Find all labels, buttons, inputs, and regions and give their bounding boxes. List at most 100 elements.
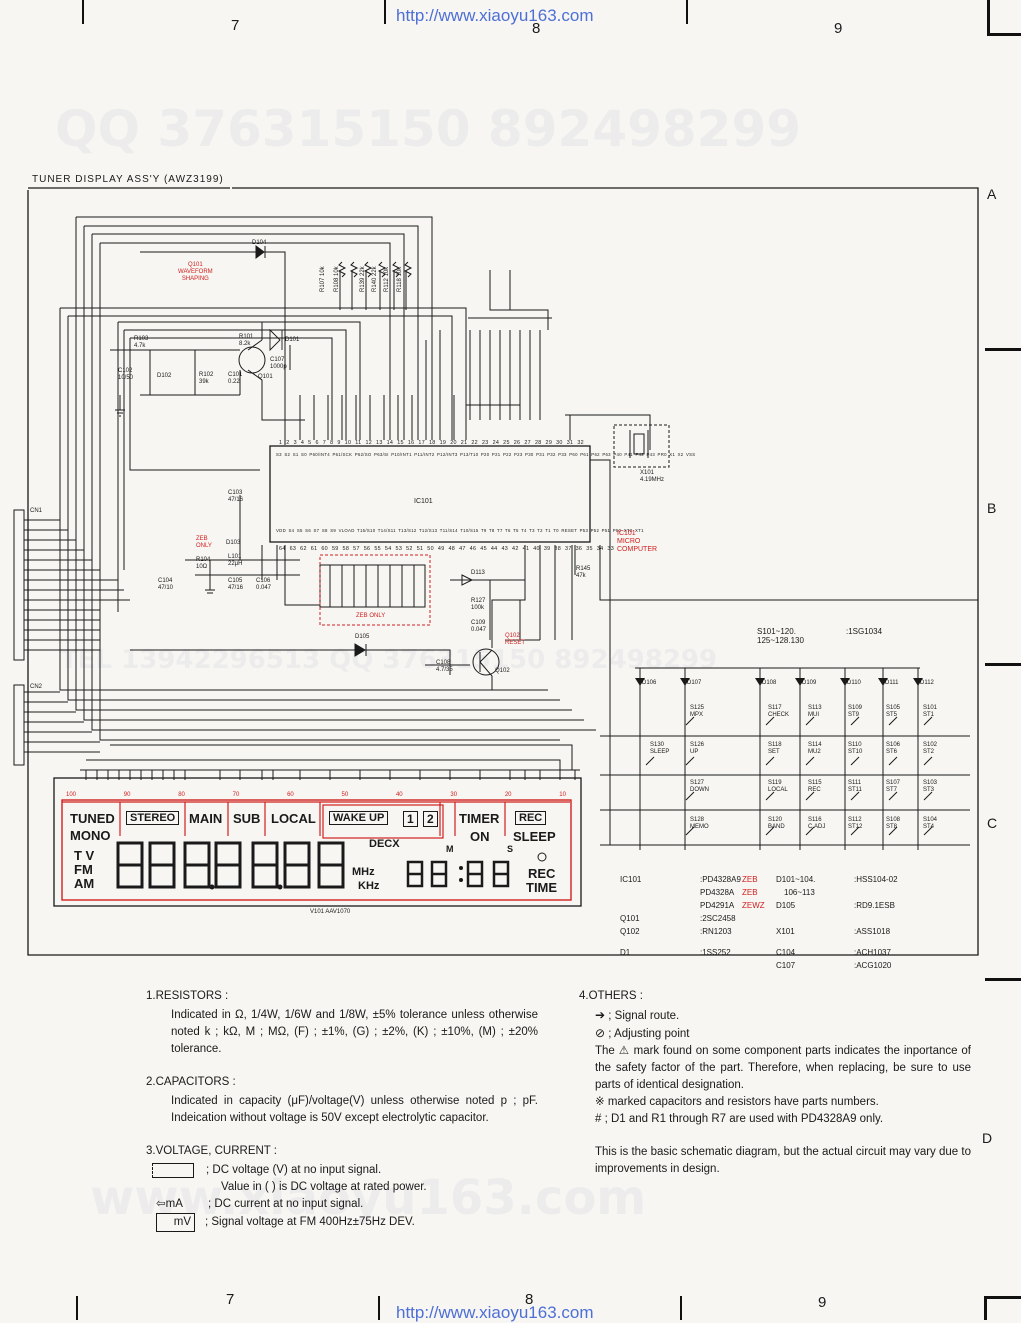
ic101-bottom-pin-numbers: 64 63 62 61 60 59 58 57 56 55 54 53 52 5…: [279, 546, 615, 552]
parts-number2: :ASS1018: [854, 927, 891, 936]
scale-70: 70: [232, 792, 240, 798]
r127-label: R127 100k: [471, 598, 486, 611]
q102-label: Q102: [495, 668, 510, 674]
switch-label-s117: S117 CHECK: [768, 705, 790, 718]
c106-label: C106 0.047: [256, 578, 272, 591]
vfd-clock-digits: [406, 860, 510, 888]
parts-ref: Q101: [620, 914, 640, 923]
source-url-top[interactable]: http://www.xiaoyu163.com: [396, 6, 594, 25]
cn1-connector: [13, 509, 25, 661]
vfd-am: AM: [74, 876, 95, 891]
resistor-r107-label: R107 10k: [320, 266, 326, 292]
corner-mark-bottom-v: [984, 1296, 987, 1320]
r145-label: R145 47k: [576, 566, 591, 579]
mv-row: mV ; Signal voltage at FM 400Hz±75Hz DEV…: [146, 1213, 538, 1232]
edge-mark-1: [985, 348, 1021, 351]
scale-50: 50: [341, 792, 349, 798]
vfd-mhz: MHz: [352, 866, 375, 878]
hash-note: # ; D1 and R1 through R7 are used with P…: [595, 1113, 884, 1125]
parts-number: :1SS252: [700, 948, 731, 957]
vfd-decx: DECX: [369, 838, 400, 850]
row-letter-a: A: [987, 186, 997, 202]
row-letter-b: B: [987, 500, 997, 516]
zeb-only-label-2: ZEB ONLY: [356, 613, 386, 619]
switch-label-s130: S130 SLEEP: [650, 742, 670, 755]
switch-group-part: :1SG1034: [846, 627, 883, 636]
arrow-right-icon: ➔: [595, 1008, 606, 1022]
c102-label: C102 10/50: [118, 368, 134, 381]
vfd-rec-box: REC: [515, 811, 547, 825]
switch-label-s125: S125 MPX: [690, 705, 705, 718]
adjusting-point-row: ⊘ ; Adjusting point: [579, 1025, 971, 1043]
signal-route-row: ➔ ; Signal route.: [579, 1007, 971, 1025]
parts-ref2: C104: [776, 948, 796, 957]
parts-number2: :ACH1037: [854, 948, 891, 957]
switch-label-s109: S109 ST9: [848, 705, 863, 718]
row-letter-d: D: [982, 1130, 993, 1146]
mv-symbol: mV: [156, 1213, 195, 1232]
switch-label-s118: S118 SET: [768, 742, 782, 755]
diode-label-d107: D107: [687, 680, 702, 686]
adjusting-point-text: ; Adjusting point: [608, 1028, 690, 1040]
switch-group-label: S101~120. 125~128.130: [757, 627, 804, 646]
resistor-r139-label: R139 22k: [360, 266, 366, 292]
safety-note: The ⚠ mark found on some component parts…: [579, 1043, 971, 1094]
resistor-r112-label: R112 10k: [384, 266, 390, 292]
column-number-7: 7: [231, 17, 240, 34]
switch-label-s111: S111 ST11: [848, 780, 862, 793]
switch-label-s115: S115 REC: [808, 780, 822, 793]
vfd-timer: TIMER: [459, 811, 500, 826]
vfd-s: S: [507, 844, 514, 854]
bottom-border-tick-1: [76, 1296, 78, 1320]
top-border-tick-3: [686, 0, 688, 24]
parts-number: PD4328A: [700, 888, 735, 897]
diode-label-d111: D111: [885, 680, 899, 686]
corner-mark-bottom: [984, 1296, 1021, 1299]
switch-label-s108: S108 ST8: [886, 817, 901, 830]
vfd-scale-row: 100 90 80 70 60 50 40 30 20 10: [66, 792, 566, 798]
parts-row: C107:ACG1020: [620, 959, 898, 972]
q101-label: Q101: [258, 374, 273, 380]
dc-voltage-symbol: [152, 1163, 194, 1178]
parts-ref2: D105: [776, 901, 796, 910]
vfd-sub: SUB: [233, 811, 261, 826]
c107-label: C107 1000p: [270, 357, 287, 370]
diode-label-d112: D112: [920, 680, 934, 686]
switch-label-s127: S127 DOWN: [690, 780, 709, 793]
voltage-title: 3.VOLTAGE, CURRENT :: [146, 1145, 277, 1157]
bottom-border-tick-2: [378, 1296, 380, 1320]
resistor-r118-label: R118 10k: [397, 266, 403, 292]
switch-label-s128: S128 MEMO: [690, 817, 709, 830]
adjust-icon: ⊘: [595, 1026, 606, 1040]
parts-ref: D1: [620, 948, 631, 957]
diode-label-d109: D109: [802, 680, 817, 686]
ic101-function-label: IC101 MICRO COMPUTER: [617, 530, 658, 554]
c108-label: C108 4.7/35: [436, 660, 453, 673]
safety-text-a: The: [595, 1045, 615, 1057]
parts-row: D1 :1SS252 C104 :ACH1037: [620, 946, 898, 959]
parts-number2: :ACG1020: [854, 961, 892, 970]
d105-label: D105: [355, 634, 370, 640]
schematic-diagram: [13, 187, 979, 956]
parts-ref: Q102: [620, 927, 640, 936]
r104-label: R104 10Ω: [196, 557, 211, 570]
vfd-tuned: TUNED: [70, 811, 115, 826]
parts-number2: :RD9.1ESB: [854, 901, 895, 910]
vfd-main: MAIN: [189, 811, 223, 826]
switch-label-s126: S126 UP: [690, 742, 705, 755]
parts-number: PD4291A: [700, 901, 735, 910]
column-number-8: 8: [532, 20, 541, 37]
c105-label: C105 47/16: [228, 578, 244, 591]
footer-column-number-9: 9: [818, 1294, 827, 1311]
scale-20: 20: [504, 792, 512, 798]
vfd-local: LOCAL: [271, 811, 316, 826]
source-url-bottom[interactable]: http://www.xiaoyu163.com: [396, 1303, 594, 1322]
vfd-rec: REC: [528, 866, 556, 881]
vfd-wake-up-2: 2: [423, 811, 438, 827]
ic101-top-pin-names: S3 S2 S1 S0 P60/INT4 P61/SCK P62/SO P63/…: [276, 452, 696, 457]
current-symbol: ⇦mA: [156, 1198, 183, 1210]
ic101-bottom-pin-names: VDD S4 S5 S6 S7 S8 S9 VLOAD T15/S10 T14/…: [276, 528, 644, 533]
parts-number: :PD4328A9: [700, 875, 741, 884]
cn2-label: CN2: [30, 684, 43, 690]
